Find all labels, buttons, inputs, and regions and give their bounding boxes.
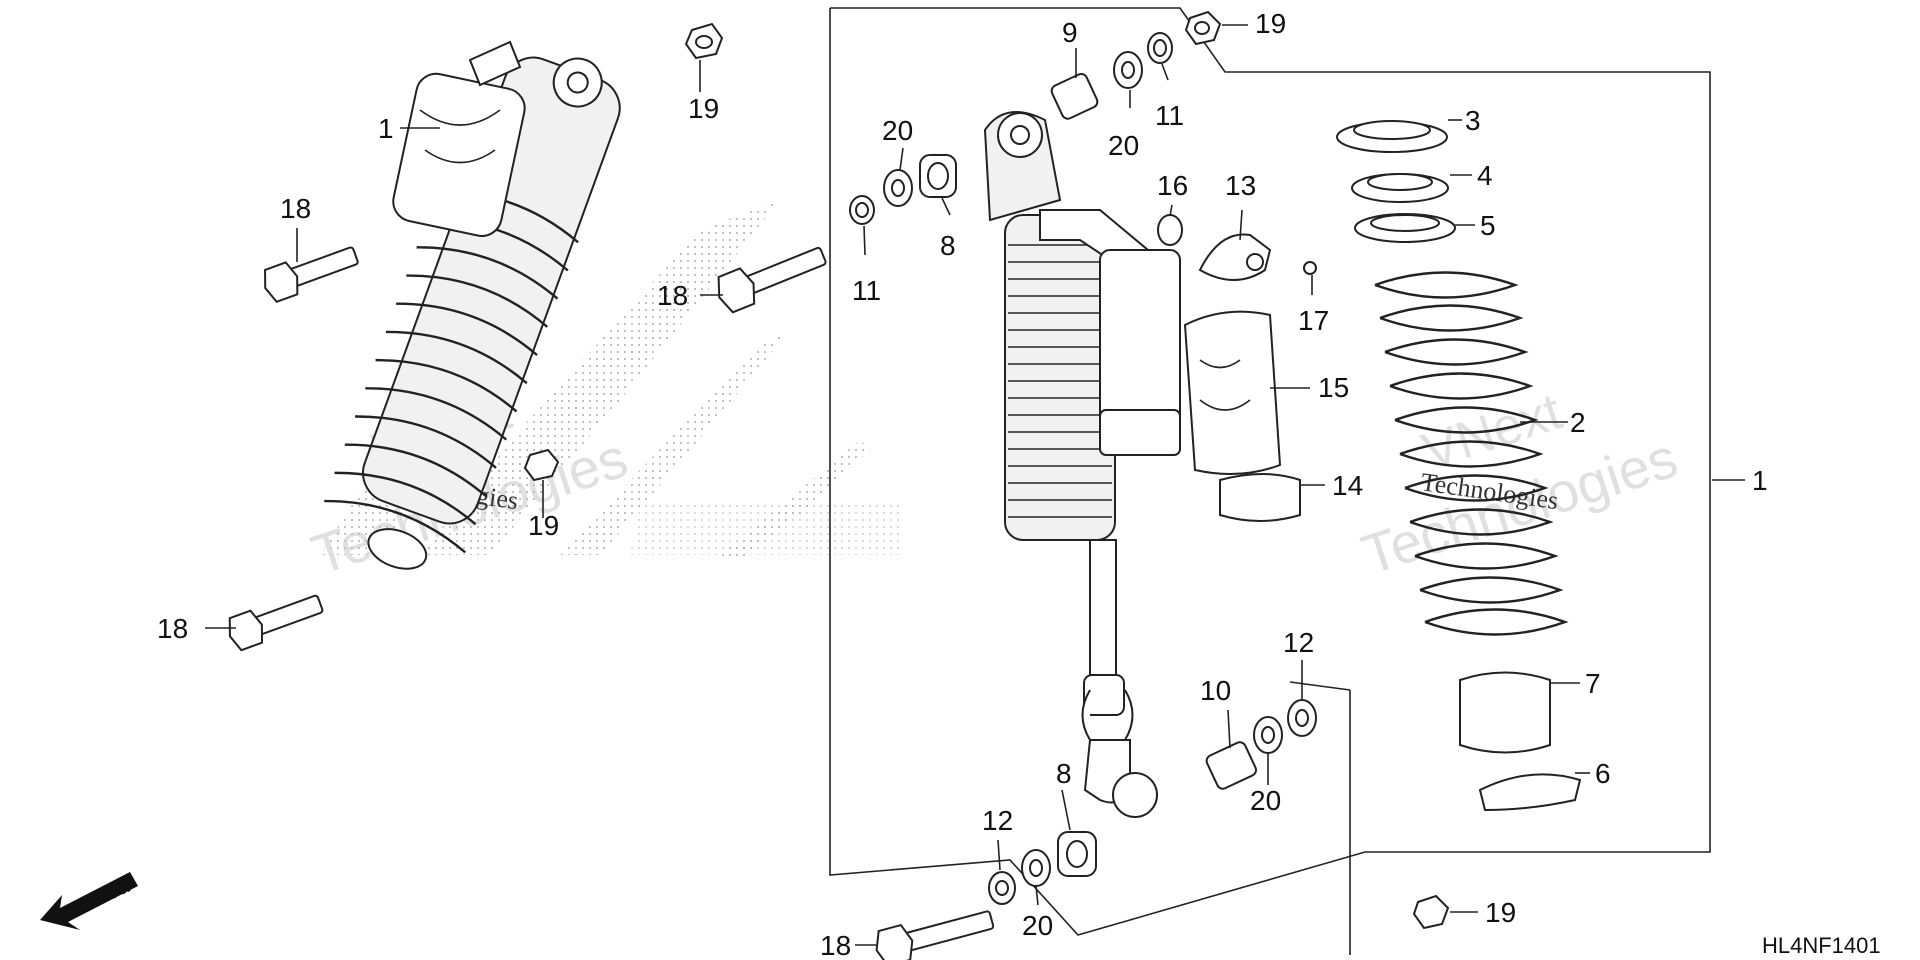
callout-12-left: 12 xyxy=(982,805,1013,836)
callout-7: 7 xyxy=(1585,668,1601,699)
callout-20-b: 20 xyxy=(882,115,913,146)
callout-8-top: 8 xyxy=(940,230,956,261)
callout-20-d: 20 xyxy=(1022,910,1053,941)
nut-19-top xyxy=(1184,10,1222,46)
callout-16: 16 xyxy=(1157,170,1188,201)
callout-18-a: 18 xyxy=(280,193,311,224)
leader-lines xyxy=(205,24,1745,946)
seat-6 xyxy=(1478,773,1582,812)
callout-2: 2 xyxy=(1570,407,1586,438)
callout-1-right: 1 xyxy=(1752,465,1768,496)
callout-4: 4 xyxy=(1477,160,1493,191)
callout-1-left: 1 xyxy=(378,113,394,144)
shock-body-center xyxy=(983,111,1181,818)
assembled-shock-left xyxy=(324,56,621,570)
collar-10 xyxy=(1205,741,1257,790)
callout-19-c: 19 xyxy=(1255,8,1286,39)
callout-8-bottom: 8 xyxy=(1056,758,1072,789)
nut-19-mid-left xyxy=(523,448,560,482)
washer-11-upper xyxy=(849,195,875,225)
bolt-18-center xyxy=(717,246,827,314)
sleeve-15 xyxy=(1183,310,1282,475)
collar-7 xyxy=(1459,671,1551,754)
washer-12-left xyxy=(988,871,1016,905)
screw-17 xyxy=(1303,261,1317,275)
spacer-5 xyxy=(1354,213,1456,243)
callout-18-c: 18 xyxy=(657,280,688,311)
watermark-right: VNext Technologies Technologies xyxy=(1354,382,1684,586)
callout-15: 15 xyxy=(1318,372,1349,403)
callout-14: 14 xyxy=(1332,470,1363,501)
callouts: 1 18 19 18 19 9 20 11 19 20 8 11 18 16 1… xyxy=(157,8,1768,960)
callout-19-d: 19 xyxy=(1485,897,1516,928)
callout-3: 3 xyxy=(1465,105,1481,136)
nut-19-top-left xyxy=(684,22,724,60)
washer-11-top xyxy=(1147,32,1173,64)
callout-18-b: 18 xyxy=(157,613,188,644)
bolt-18-bottom xyxy=(875,910,995,960)
spring-2 xyxy=(1374,271,1569,636)
callout-18-d: 18 xyxy=(820,930,851,960)
band-14 xyxy=(1219,473,1301,522)
callout-20-a: 20 xyxy=(1108,130,1139,161)
bolt-18-lower-left xyxy=(228,594,324,652)
callout-20-c: 20 xyxy=(1250,785,1281,816)
front-direction-arrow: FR. xyxy=(40,872,138,930)
collar-9 xyxy=(1050,72,1099,120)
left-reservoir xyxy=(392,40,526,237)
bearing-8-lower xyxy=(1057,831,1097,877)
bearing-8-top xyxy=(919,154,957,198)
bearing-20-lower-right xyxy=(1253,716,1283,754)
callout-10: 10 xyxy=(1200,675,1231,706)
callout-19-a: 19 xyxy=(688,93,719,124)
callout-6: 6 xyxy=(1595,758,1611,789)
clamp-13 xyxy=(1198,233,1272,281)
washer-20-lower xyxy=(1021,849,1051,887)
callout-12-right: 12 xyxy=(1283,627,1314,658)
callout-11-top: 11 xyxy=(1155,100,1184,131)
bearing-20-top xyxy=(1113,51,1143,89)
callout-9: 9 xyxy=(1062,17,1078,48)
callout-13: 13 xyxy=(1225,170,1256,201)
bolt-18-upper-left xyxy=(264,246,359,304)
spring-seat-3 xyxy=(1336,120,1448,153)
washer-20-upper xyxy=(883,169,913,207)
callout-5: 5 xyxy=(1480,210,1496,241)
nut-19-bottom xyxy=(1412,894,1450,930)
lock-nut-4 xyxy=(1351,173,1449,203)
o-ring-16 xyxy=(1157,214,1183,246)
washer-12-right xyxy=(1287,699,1317,737)
callout-17: 17 xyxy=(1298,305,1329,336)
diagram-code: HL4NF1401 xyxy=(1762,933,1881,958)
callout-11-mid: 11 xyxy=(852,275,881,306)
callout-19-b: 19 xyxy=(528,510,559,541)
